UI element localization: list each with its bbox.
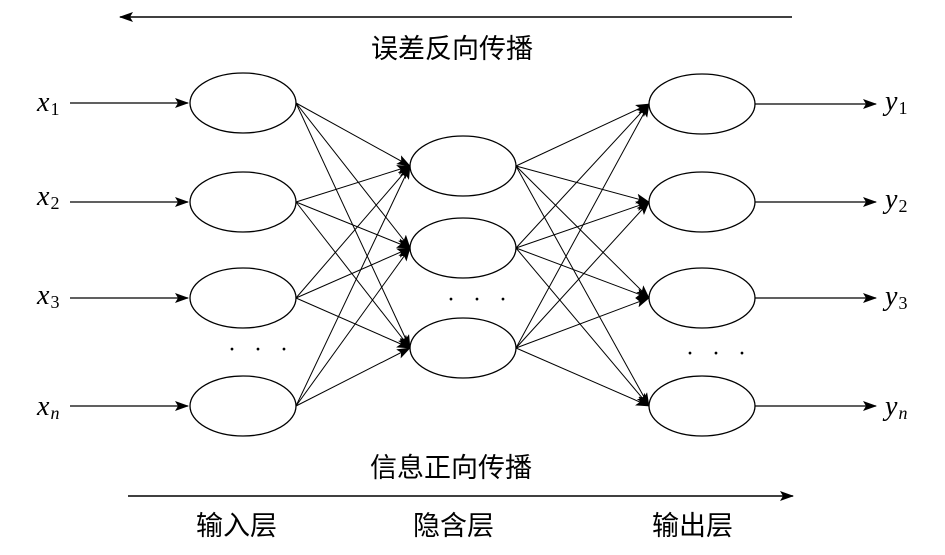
edge-hidden-3-output-3 [515, 297, 650, 349]
output-ellipsis: · · · [686, 341, 752, 367]
input-layer-label: 输入层 [196, 511, 277, 542]
edge-hidden-2-output-1 [515, 103, 650, 249]
input-label-xn: xn [37, 391, 60, 423]
edge-hidden-1-output-3 [515, 165, 650, 299]
input-node-1 [189, 72, 297, 134]
backprop-caption: 误差反向传播 [371, 34, 533, 65]
output-node-3 [648, 267, 756, 329]
edge-input-4-hidden-2 [295, 247, 411, 407]
edge-input-3-hidden-2 [295, 247, 411, 299]
connections [295, 102, 650, 407]
edge-input-3-hidden-3 [295, 297, 411, 349]
hidden-node-2 [409, 217, 517, 279]
edge-input-1-hidden-1 [295, 102, 411, 167]
input-ellipsis: · · · [228, 337, 294, 363]
edge-input-2-hidden-3 [295, 201, 411, 349]
edge-input-4-hidden-3 [295, 347, 411, 407]
edge-hidden-3-output-1 [515, 103, 650, 349]
output-node-1 [648, 73, 756, 135]
output-label-yn: yn [885, 391, 908, 423]
nodes [189, 72, 756, 437]
edge-hidden-1-output-4 [515, 165, 650, 407]
edge-hidden-2-output-3 [515, 247, 650, 299]
hidden-ellipsis: · · · [447, 287, 513, 313]
forward-caption: 信息正向传播 [370, 453, 532, 484]
edge-hidden-1-output-2 [515, 165, 650, 204]
input-node-3 [189, 267, 297, 329]
io-arrows [70, 98, 877, 411]
hidden-node-1 [409, 135, 517, 197]
edge-input-4-hidden-1 [295, 165, 411, 407]
input-label-x1: x1 [37, 87, 60, 119]
edge-hidden-3-output-4 [515, 347, 650, 407]
input-label-x3: x3 [37, 280, 60, 312]
edge-input-1-hidden-2 [295, 102, 411, 249]
hidden-node-3 [409, 317, 517, 379]
edge-input-3-hidden-1 [295, 165, 411, 299]
edge-input-2-hidden-2 [295, 201, 411, 249]
edge-hidden-1-output-1 [515, 103, 650, 167]
edge-input-2-hidden-1 [295, 165, 411, 203]
output-node-2 [648, 171, 756, 233]
edge-hidden-3-output-2 [515, 201, 650, 349]
input-node-2 [189, 171, 297, 233]
input-node-4 [189, 375, 297, 437]
output-label-y1: y1 [885, 86, 908, 118]
output-node-4 [648, 375, 756, 437]
edge-hidden-2-output-4 [515, 247, 650, 407]
output-label-y2: y2 [885, 184, 908, 216]
hidden-layer-label: 隐含层 [413, 511, 494, 542]
input-label-x2: x2 [37, 181, 60, 213]
output-label-y3: y3 [885, 281, 908, 313]
output-layer-label: 输出层 [652, 511, 733, 542]
